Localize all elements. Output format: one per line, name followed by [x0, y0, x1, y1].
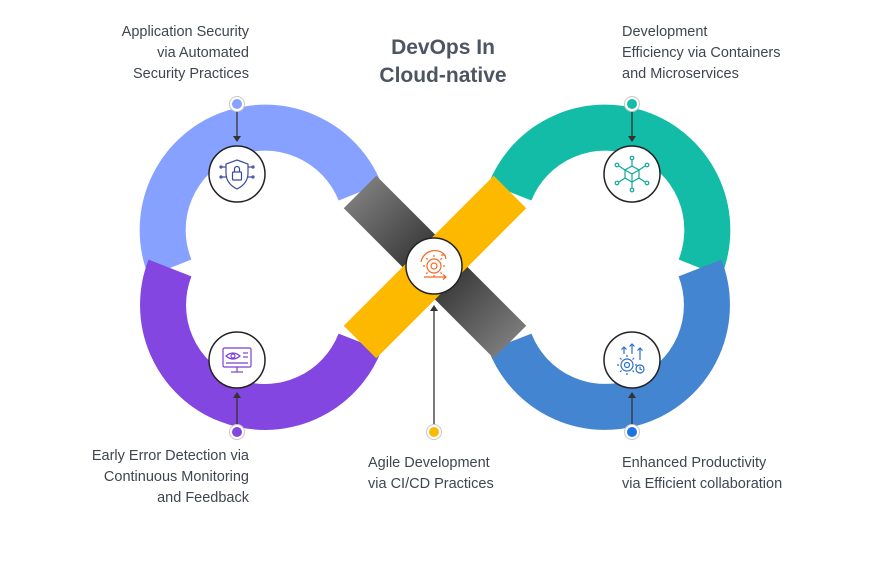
- node-top-left: [208, 145, 266, 203]
- label-line: and Microservices: [622, 66, 739, 82]
- label-line: Enhanced Productivity: [622, 455, 767, 471]
- label-early-error-detection: Early Error Detection via Continuous Mon…: [29, 446, 249, 509]
- node-bottom-left: [208, 331, 266, 389]
- label-enhanced-productivity: Enhanced Productivity via Efficient coll…: [622, 453, 842, 495]
- dot-bottom-right: [624, 424, 640, 440]
- node-center: [405, 237, 463, 295]
- loop-segment-bottom-right: [488, 259, 730, 430]
- diagram-title: DevOps In Cloud-native: [343, 34, 543, 90]
- label-agile-development: Agile Development via CI/CD Practices: [368, 453, 558, 495]
- label-line: and Feedback: [157, 490, 249, 506]
- label-line: via Efficient collaboration: [622, 476, 783, 492]
- cube-network-icon: [614, 155, 650, 193]
- loop-segment-bottom-left: [140, 259, 382, 430]
- label-line: via CI/CD Practices: [368, 476, 494, 492]
- label-line: Development: [622, 24, 708, 40]
- label-development-efficiency: Development Efficiency via Containers an…: [622, 22, 822, 85]
- label-line: Application Security: [121, 24, 249, 40]
- loop-segment-top-right: [488, 104, 731, 277]
- label-line: via Automated: [157, 45, 249, 61]
- gear-productivity-icon: [617, 343, 645, 375]
- title-line-2: Cloud-native: [379, 64, 507, 87]
- node-bottom-right: [603, 331, 661, 389]
- label-line: Efficiency via Containers: [622, 45, 781, 61]
- gear-cycle-icon: [420, 249, 447, 280]
- monitor-eye-icon: [222, 347, 252, 373]
- shield-lock-icon: [219, 159, 255, 190]
- dot-top-right: [624, 96, 640, 112]
- label-line: Continuous Monitoring: [103, 469, 249, 485]
- label-line: Early Error Detection via: [91, 448, 249, 464]
- node-top-right: [603, 145, 661, 203]
- label-line: Security Practices: [132, 66, 249, 82]
- dot-center: [426, 424, 442, 440]
- dot-bottom-left: [229, 424, 245, 440]
- label-application-security: Application Security via Automated Secur…: [49, 22, 249, 85]
- loop-segment-top-left: [139, 104, 382, 277]
- label-line: Agile Development: [368, 455, 490, 471]
- title-line-1: DevOps In: [391, 36, 495, 59]
- dot-top-left: [229, 96, 245, 112]
